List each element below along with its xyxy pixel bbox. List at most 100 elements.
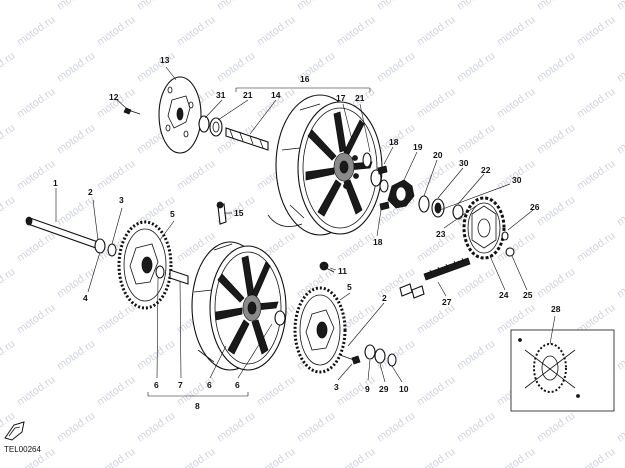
callout-16: 16 <box>300 74 310 84</box>
watermark-text: motod.ru <box>375 0 417 12</box>
watermark-text: motod.ru <box>215 0 257 12</box>
callout-13: 13 <box>160 55 170 65</box>
watermark-text: motod.ru <box>0 266 17 301</box>
watermark-text: motod.ru <box>335 14 377 49</box>
bearing <box>362 152 372 168</box>
watermark-text: motod.ru <box>135 0 177 12</box>
axle-bolt <box>319 261 335 273</box>
rear-wheel <box>275 94 383 236</box>
watermark-text: motod.ru <box>615 410 625 445</box>
watermark-text: motod.ru <box>455 338 497 373</box>
watermark-text: motod.ru <box>0 122 17 157</box>
watermark-text: motod.ru <box>615 338 625 373</box>
callout-2: 2 <box>88 187 93 197</box>
rear-brake-disc <box>158 76 202 154</box>
callout-3: 3 <box>119 195 124 205</box>
watermark-text: motod.ru <box>95 302 137 337</box>
rear-sprocket <box>462 196 506 260</box>
group-bracket-front <box>147 392 249 397</box>
watermark-text: motod.ru <box>455 410 497 445</box>
watermark-text: motod.ru <box>335 446 377 468</box>
callout-4: 4 <box>83 293 88 303</box>
o-ring <box>374 348 386 364</box>
callout-26: 26 <box>530 202 540 212</box>
watermark-text: motod.ru <box>135 410 177 445</box>
watermark-text: motod.ru <box>335 230 377 265</box>
spacer <box>364 344 376 360</box>
watermark-text: motod.ru <box>175 446 217 468</box>
spacer <box>452 204 464 220</box>
drive-chain <box>399 257 471 299</box>
watermark-text: motod.ru <box>495 446 537 468</box>
spacer <box>94 238 106 254</box>
watermark-text: motod.ru <box>55 194 97 229</box>
callout-7: 7 <box>178 380 183 390</box>
spacer-tube <box>169 269 189 285</box>
watermark-text: motod.ru <box>135 338 177 373</box>
callout-24: 24 <box>499 290 509 300</box>
callout-labels: 13 12 31 21 14 16 17 21 18 19 20 30 22 3… <box>53 55 561 411</box>
front-brake-disc-left <box>117 220 173 310</box>
stud <box>379 201 390 211</box>
watermark-text: motod.ru <box>0 50 17 85</box>
watermark-text: motod.ru <box>175 158 217 193</box>
leader-lines <box>55 66 556 383</box>
callout-25: 25 <box>523 290 533 300</box>
watermark-text: motod.ru <box>55 410 97 445</box>
axle-nut <box>387 353 397 367</box>
watermark-text: motod.ru <box>15 14 57 49</box>
callout-28: 28 <box>551 304 561 314</box>
watermark-text: motod.ru <box>615 194 625 229</box>
inset-detail-box <box>510 329 615 412</box>
callout-18: 18 <box>389 137 399 147</box>
bearing <box>274 310 286 326</box>
drawing-code: TEL00264 <box>4 445 41 454</box>
watermark-text: motod.ru <box>455 122 497 157</box>
watermark-text: motod.ru <box>415 14 457 49</box>
watermark-text: motod.ru <box>15 158 57 193</box>
watermark-text: motod.ru <box>215 50 257 85</box>
watermark-text: motod.ru <box>255 14 297 49</box>
bearing <box>209 117 223 137</box>
watermark-text: motod.ru <box>495 86 537 121</box>
callout-3: 3 <box>334 382 339 392</box>
watermark-text: motod.ru <box>95 14 137 49</box>
callout-21: 21 <box>243 90 253 100</box>
o-ring <box>107 243 117 257</box>
group-bracket-rear <box>235 87 371 92</box>
watermark-text: motod.ru <box>535 194 577 229</box>
watermark-text: motod.ru <box>535 266 577 301</box>
watermark-text: motod.ru <box>335 374 377 409</box>
watermark-text: motod.ru <box>15 302 57 337</box>
callout-9: 9 <box>365 384 370 394</box>
watermark-text: motod.ru <box>575 230 617 265</box>
disc-screw <box>123 107 141 115</box>
watermark-text: motod.ru <box>135 50 177 85</box>
watermark-text: motod.ru <box>535 410 577 445</box>
callout-21: 21 <box>355 93 365 103</box>
watermark-text: motod.ru <box>535 50 577 85</box>
watermark-text: motod.ru <box>615 266 625 301</box>
watermark-text: motod.ru <box>175 14 217 49</box>
watermark-text: motod.ru <box>95 158 137 193</box>
watermark-text: motod.ru <box>415 446 457 468</box>
watermark-text: motod.ru <box>0 194 17 229</box>
spacer <box>198 115 210 133</box>
watermark-text: motod.ru <box>255 446 297 468</box>
callout-18: 18 <box>373 237 383 247</box>
callout-10: 10 <box>399 384 409 394</box>
watermark-text: motod.ru <box>215 410 257 445</box>
watermark-text: motod.ru <box>575 158 617 193</box>
watermark-text: motod.ru <box>15 86 57 121</box>
watermark-text: motod.ru <box>375 410 417 445</box>
watermark-text: motod.ru <box>15 230 57 265</box>
watermark-text: motod.ru <box>575 86 617 121</box>
callout-5: 5 <box>347 282 352 292</box>
watermark-text: motod.ru <box>0 0 17 12</box>
watermark-text: motod.ru <box>375 50 417 85</box>
callout-6: 6 <box>207 380 212 390</box>
callout-2: 2 <box>382 293 387 303</box>
watermark-text: motod.ru <box>575 14 617 49</box>
